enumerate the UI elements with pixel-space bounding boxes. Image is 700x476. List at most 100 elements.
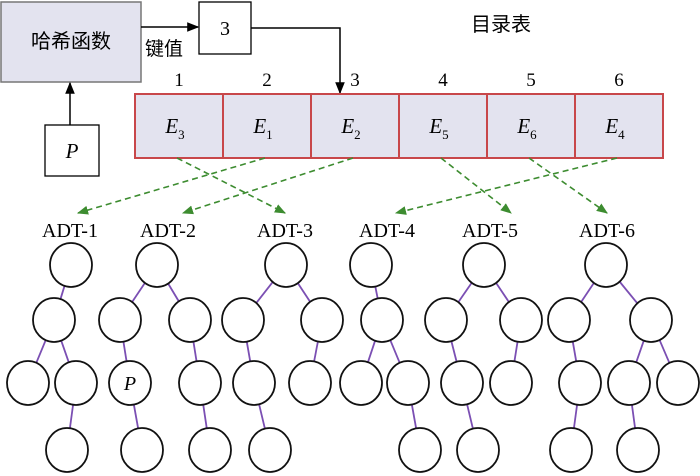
- tree-edge: [59, 284, 66, 301]
- tree-node: [629, 297, 673, 343]
- tree-node: [300, 297, 344, 343]
- tree-edge: [35, 339, 47, 364]
- tree-label: ADT-1: [42, 220, 98, 242]
- tree-node: [584, 242, 628, 288]
- tree-node: [288, 360, 332, 406]
- directory-cell: 4E5: [398, 70, 488, 159]
- entry-subscript: 2: [354, 127, 361, 142]
- mapping-arrow-2-to-adt-1: [76, 157, 266, 215]
- tree-node: [489, 360, 533, 406]
- directory-cell: 1E3: [134, 70, 224, 159]
- tree-node: [54, 360, 98, 406]
- tree-edge: [571, 340, 578, 363]
- mapping-arrow-1-to-adt-3: [176, 157, 286, 214]
- tree-node: [248, 427, 292, 473]
- directory-index: 1: [174, 70, 184, 91]
- tree-node: [45, 427, 89, 473]
- tree-node: [339, 360, 383, 406]
- directory-index: 6: [614, 70, 624, 91]
- tree-edge: [245, 340, 252, 363]
- tree-adt-3: ADT-3: [221, 220, 344, 473]
- tree-label: ADT-4: [359, 220, 415, 242]
- tree-node: [360, 297, 404, 343]
- directory-entry: E6: [516, 114, 537, 142]
- directory-title: 目录表: [471, 12, 531, 36]
- mapping-arrow-4-to-adt-5: [440, 157, 512, 214]
- tree-edge: [658, 338, 671, 365]
- tree-node: [264, 242, 308, 288]
- tree-node: [656, 360, 700, 406]
- adt-trees: ADT-1 ADT-2P ADT-3 ADT-4 ADT-5 ADT-6: [6, 220, 700, 473]
- tree-adt-6: ADT-6: [547, 220, 700, 473]
- tree-edge: [202, 403, 208, 430]
- tree-edge: [389, 339, 401, 364]
- tree-edge: [167, 282, 180, 303]
- tree-edge: [450, 340, 458, 363]
- tree-node-label: P: [123, 373, 136, 395]
- tree-node: [607, 360, 651, 406]
- tree-node: [547, 297, 591, 343]
- tree-edge: [635, 339, 645, 364]
- directory-cell: 2E1: [222, 70, 312, 159]
- tree-node: [440, 360, 484, 406]
- directory-index: 5: [526, 70, 536, 91]
- tree-edge: [494, 281, 511, 304]
- tree-edge: [255, 280, 274, 305]
- tree-node: [232, 360, 276, 406]
- tree-node: [178, 360, 222, 406]
- tree-edge: [618, 280, 639, 305]
- tree-label: ADT-6: [579, 220, 635, 242]
- tree-node: [558, 360, 602, 406]
- key-to-directory-arrow: [251, 27, 345, 95]
- tree-edge: [572, 403, 579, 430]
- entry-subscript: 3: [178, 127, 185, 142]
- directory-index: 2: [262, 70, 272, 91]
- directory-index: 3: [350, 70, 360, 91]
- directory-cell: 6E4: [574, 70, 664, 159]
- tree-edge: [130, 281, 147, 304]
- tree-node: [120, 427, 164, 473]
- tree-edge: [132, 403, 140, 430]
- mapping-arrow-6-to-adt-4: [394, 157, 618, 215]
- tree-label: ADT-2: [140, 220, 196, 242]
- entry-base: E: [516, 114, 530, 138]
- tree-edge: [630, 403, 637, 430]
- entry-base: E: [428, 114, 442, 138]
- input-p-label: P: [65, 139, 79, 163]
- tree-node: [462, 242, 506, 288]
- tree-node: [32, 297, 76, 343]
- input-p-box: P: [44, 124, 100, 177]
- directory-entry: E5: [428, 114, 448, 142]
- entry-subscript: 1: [266, 127, 273, 142]
- entry-subscript: 4: [618, 127, 625, 142]
- directory-entry: E2: [340, 114, 360, 142]
- tree-node: [49, 242, 93, 288]
- tree-edge: [296, 282, 312, 303]
- entry-base: E: [164, 114, 178, 138]
- tree-edge: [579, 281, 596, 304]
- entry-subscript: 6: [530, 127, 537, 142]
- directory-cell: 5E6: [486, 70, 576, 159]
- tree-node: [549, 427, 593, 473]
- hash-function-box: 哈希函数: [0, 1, 142, 83]
- entry-subscript: 5: [442, 127, 449, 142]
- tree-adt-5: ADT-5: [424, 220, 543, 473]
- directory-entry: E4: [604, 114, 625, 142]
- tree-edge: [374, 285, 379, 300]
- tree-edge: [366, 339, 377, 364]
- tree-node: [398, 427, 442, 473]
- mapping-arrow-5-to-adt-6: [528, 157, 608, 214]
- tree-adt-4: ADT-4: [339, 220, 442, 473]
- tree-adt-1: ADT-1: [6, 220, 98, 473]
- tree-node: [424, 297, 468, 343]
- tree-edge: [68, 403, 75, 430]
- tree-edge: [457, 281, 473, 304]
- mapping-arrows: [76, 157, 618, 215]
- directory-entry: E3: [164, 114, 184, 142]
- tree-node: [135, 242, 179, 288]
- tree-edge: [466, 403, 474, 430]
- tree-edge: [410, 403, 418, 430]
- entry-base: E: [252, 114, 266, 138]
